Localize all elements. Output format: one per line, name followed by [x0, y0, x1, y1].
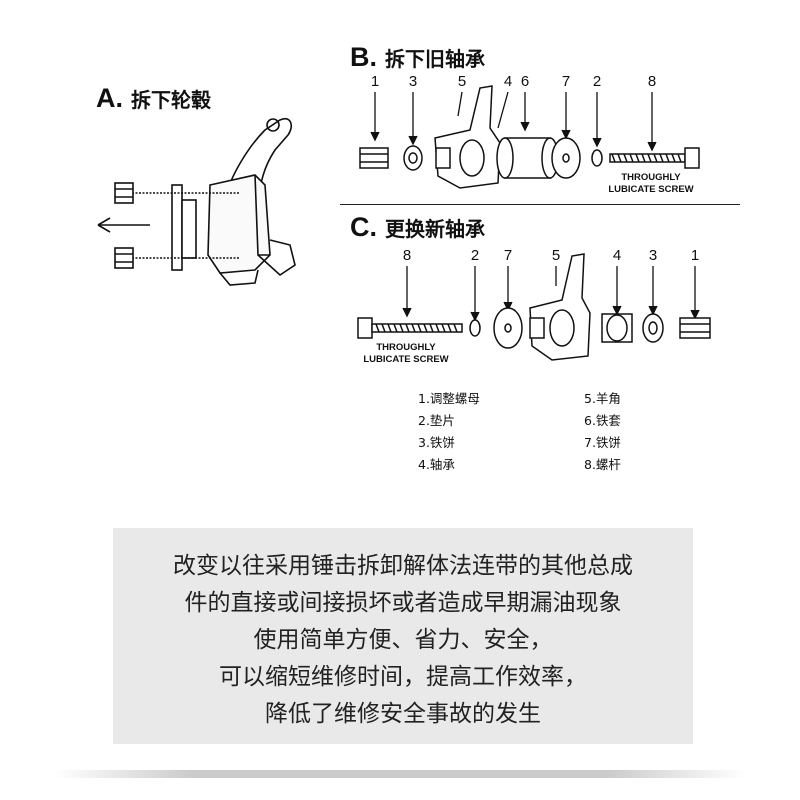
b-caption-line2: LUBICATE SCREW [608, 184, 693, 195]
hub-removal-diagram [97, 117, 296, 286]
legend-item: 3.铁饼 [418, 435, 455, 450]
section-a-title: A. 拆下轮毂 [96, 83, 211, 114]
legend-item: 6.铁套 [584, 413, 621, 428]
section-b-title: B. 拆下旧轴承 [350, 42, 485, 73]
bottom-shadow-divider [55, 770, 745, 778]
legend-item: 7.铁饼 [584, 435, 621, 450]
c-num-8: 8 [403, 247, 411, 264]
legend-item: 5.羊角 [584, 391, 621, 406]
legend-item: 2.垫片 [418, 413, 455, 428]
description-line: 改变以往采用锤击拆卸解体法连带的其他总成 [173, 553, 633, 579]
b-num-3: 3 [409, 73, 417, 90]
c-num-5: 5 [552, 247, 560, 264]
section-a-letter: A. [96, 83, 123, 113]
section-a-text: 拆下轮毂 [131, 88, 211, 112]
legend-item: 1.调整螺母 [418, 391, 480, 406]
section-divider [340, 204, 740, 205]
description-panel: 改变以往采用锤击拆卸解体法连带的其他总成 件的直接或间接损坏或者造成早期漏油现象… [113, 528, 693, 744]
description-line: 可以缩短维修时间，提高工作效率， [219, 664, 587, 690]
section-b-letter: B. [350, 42, 377, 72]
part-numbers-b: 1 3 5 4 6 7 2 8 [371, 73, 656, 90]
legend-item: 8.螺杆 [584, 457, 621, 472]
description-line: 使用简单方便、省力、安全， [253, 627, 553, 653]
b-caption-line1: THROUGHLY [621, 172, 681, 183]
legend-left: 1.调整螺母 2.垫片 3.铁饼 4.轴承 [418, 388, 480, 476]
b-num-6: 6 [521, 73, 529, 90]
b-num-7: 7 [562, 73, 570, 90]
c-num-2: 2 [471, 247, 479, 264]
c-caption-line1: THROUGHLY [376, 342, 436, 353]
b-num-1: 1 [371, 73, 379, 90]
legend-item: 4.轴承 [418, 457, 455, 472]
c-caption-line2: LUBICATE SCREW [363, 354, 448, 365]
b-num-8: 8 [648, 73, 656, 90]
description-line: 降低了维修安全事故的发生 [265, 701, 541, 727]
section-b-text: 拆下旧轴承 [385, 47, 485, 71]
c-num-1: 1 [691, 247, 699, 264]
section-c-letter: C. [350, 212, 377, 242]
b-num-4: 4 [504, 73, 512, 90]
section-c-title: C. 更换新轴承 [350, 212, 485, 243]
new-bearing-install-diagram: 8 2 7 5 4 3 1 THROUGHLY LUB [357, 247, 711, 365]
b-num-5: 5 [458, 73, 466, 90]
section-c-text: 更换新轴承 [385, 217, 485, 241]
part-numbers-c: 8 2 7 5 4 3 1 [403, 247, 699, 264]
old-bearing-removal-diagram: 1 3 5 4 6 7 2 8 THRO [359, 73, 700, 195]
c-num-4: 4 [613, 247, 621, 264]
description-line: 件的直接或间接损坏或者造成早期漏油现象 [184, 590, 622, 616]
b-num-2: 2 [593, 73, 601, 90]
c-num-7: 7 [504, 247, 512, 264]
legend-right: 5.羊角 6.铁套 7.铁饼 8.螺杆 [584, 388, 621, 476]
c-num-3: 3 [649, 247, 657, 264]
